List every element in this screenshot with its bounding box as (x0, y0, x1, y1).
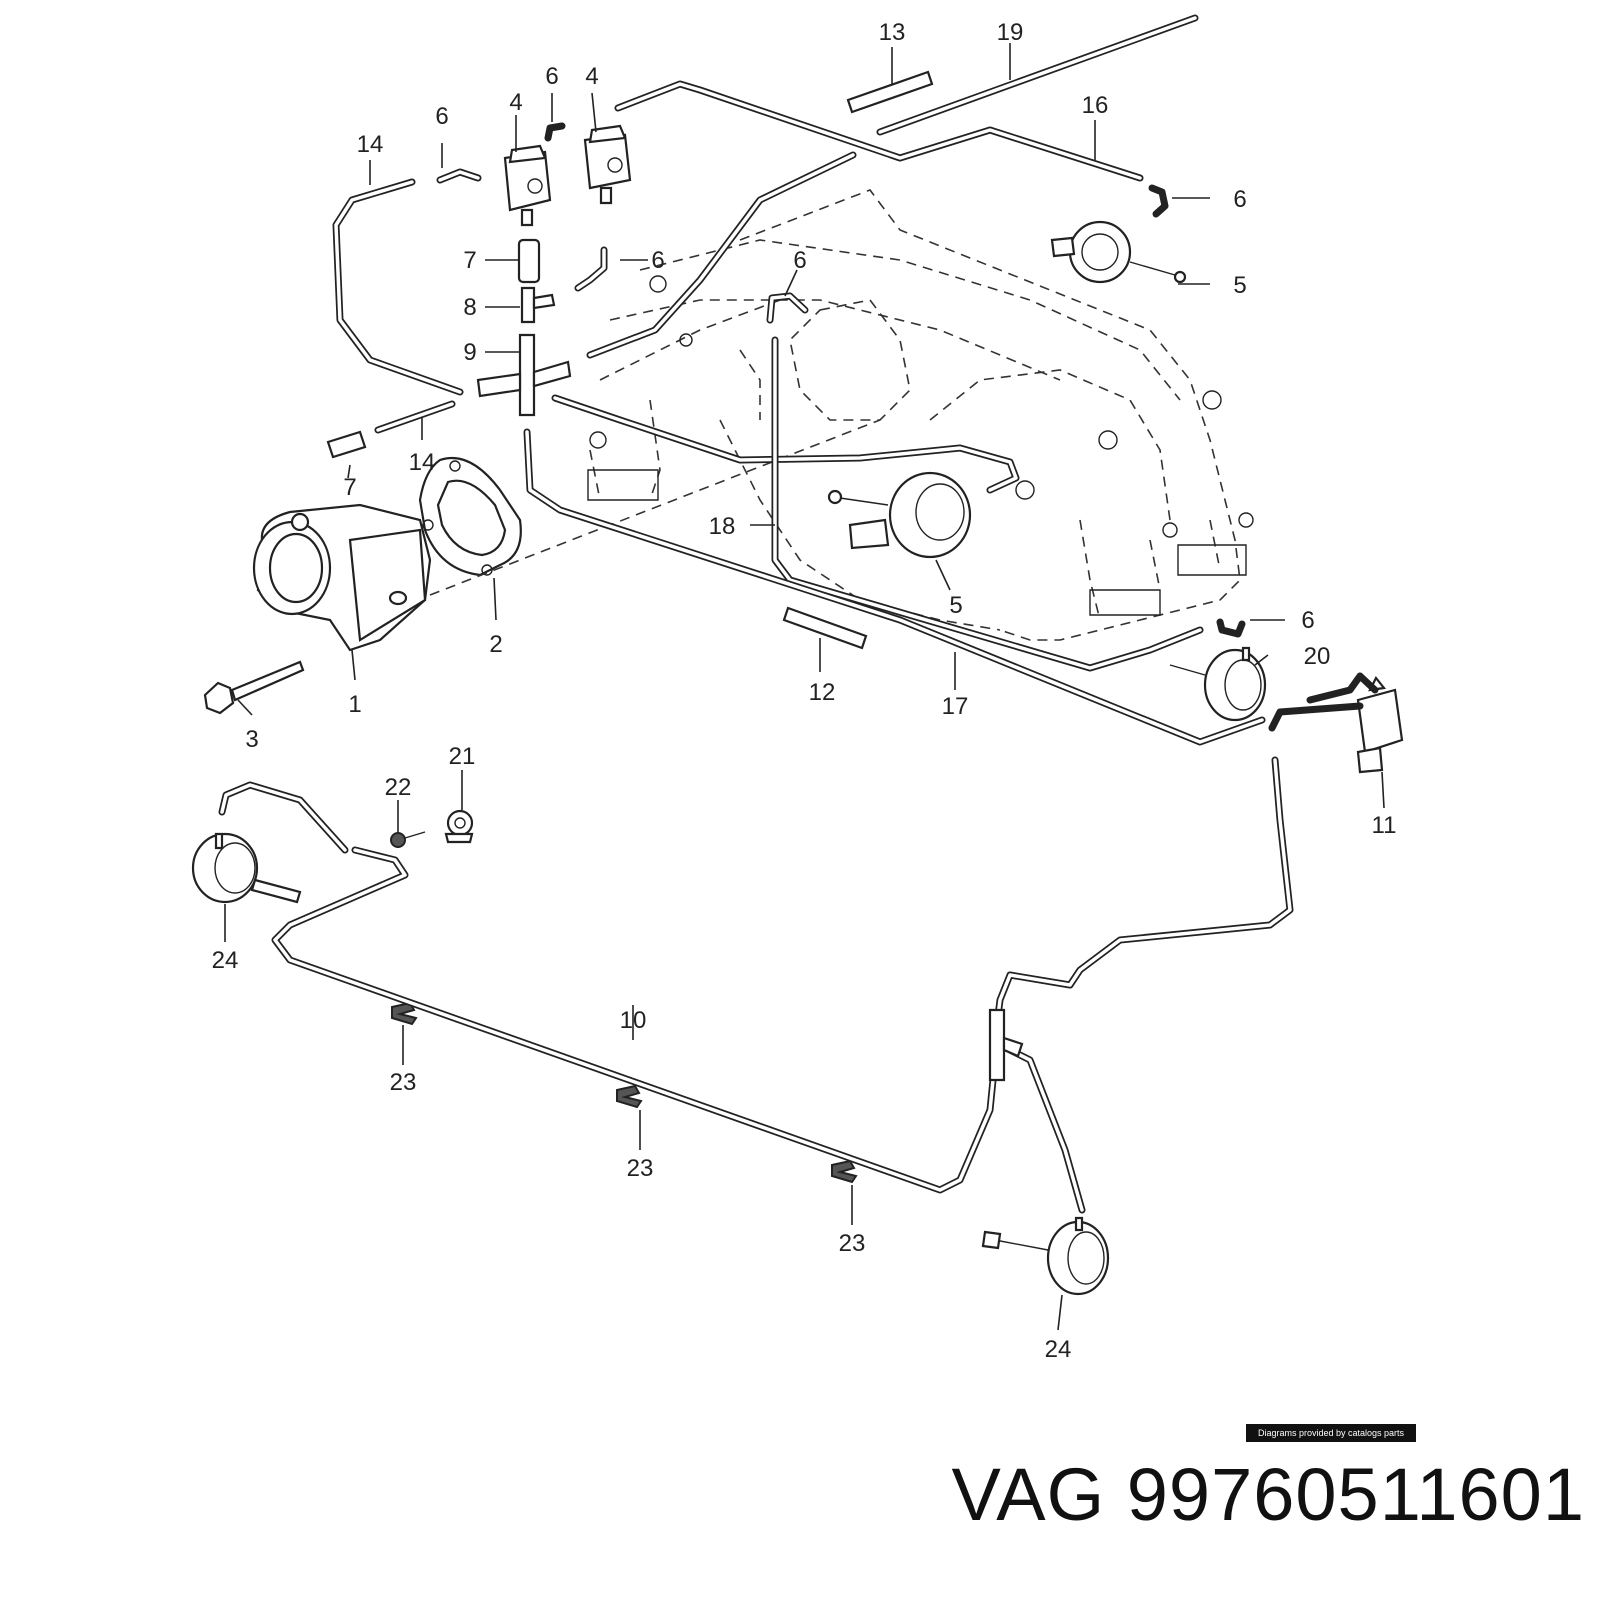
connector-7-bottom (326, 430, 367, 459)
callout-24-left: 24 (212, 947, 239, 974)
callout-2: 2 (489, 631, 502, 658)
callout-7-bottom: 7 (343, 474, 356, 501)
callout-3: 3 (245, 726, 258, 753)
callout-8: 8 (463, 294, 476, 321)
callout-9: 9 (463, 339, 476, 366)
elbow-hoses-6 (436, 122, 1246, 638)
callout-18: 18 (709, 513, 736, 540)
callout-1: 1 (348, 691, 361, 718)
throttle-bolt (203, 660, 305, 715)
callout-6-d: 6 (1233, 186, 1246, 213)
callout-19: 19 (997, 19, 1024, 46)
solenoid-valve-right (583, 124, 632, 205)
connector-7-top (517, 238, 541, 284)
callout-22: 22 (385, 774, 412, 801)
intake-manifold-outline (587, 189, 1254, 641)
callout-10: 10 (620, 1007, 647, 1034)
callout-5-middle: 5 (949, 592, 962, 619)
callout-6-e: 6 (793, 247, 806, 274)
tee-connector-lower (988, 1008, 1024, 1082)
callout-7-top: 7 (463, 247, 476, 274)
clamp-21 (444, 809, 474, 844)
callout-5-top: 5 (1233, 272, 1246, 299)
clip-23-c (831, 1159, 858, 1184)
callout-4-right: 4 (585, 63, 598, 90)
callout-6-b: 6 (545, 63, 558, 90)
callout-11: 11 (1372, 812, 1397, 839)
pressure-unit-24-left (191, 832, 302, 904)
callout-4-left: 4 (509, 89, 522, 116)
callout-labels: 1 2 3 4 4 5 5 6 6 6 6 6 6 7 7 8 9 10 11 … (212, 19, 1397, 1363)
callout-12: 12 (809, 679, 836, 706)
hose-section-13 (846, 70, 934, 114)
vacuum-tubes (218, 14, 1379, 1214)
callout-23-a: 23 (390, 1069, 417, 1096)
callout-6-c: 6 (651, 247, 664, 274)
pressure-unit-24-right (981, 1216, 1110, 1296)
callout-23-b: 23 (627, 1155, 654, 1182)
callout-24-right: 24 (1045, 1336, 1072, 1363)
hose-section-12 (782, 606, 868, 650)
clip-23-b (616, 1084, 643, 1109)
pressure-unit-5-middle (827, 471, 972, 559)
throttle-gasket (418, 456, 522, 577)
throttle-center-line (429, 419, 881, 596)
callout-20: 20 (1304, 643, 1331, 670)
callout-6-f: 6 (1301, 607, 1314, 634)
t-piece-8 (520, 286, 556, 324)
callout-23-c: 23 (839, 1230, 866, 1257)
leader-lines (224, 43, 1385, 1331)
callout-16: 16 (1082, 92, 1109, 119)
callout-14-top: 14 (357, 131, 384, 158)
cross-piece-9 (476, 333, 572, 417)
throttle-body (252, 503, 432, 652)
pressure-unit-20 (1169, 646, 1267, 722)
callout-21: 21 (449, 743, 476, 770)
screw-22 (390, 831, 426, 848)
callout-13: 13 (879, 19, 906, 46)
callout-17: 17 (942, 693, 969, 720)
part-number: VAG 99760511601 (951, 1453, 1585, 1536)
solenoid-valve-left (503, 144, 552, 227)
credit-badge: Diagrams provided by catalogs parts (1246, 1424, 1416, 1442)
callout-6-a: 6 (435, 103, 448, 130)
callout-14-bottom: 14 (409, 449, 436, 476)
pressure-unit-5-top (1050, 220, 1187, 284)
solenoid-valve-11 (1356, 675, 1404, 774)
